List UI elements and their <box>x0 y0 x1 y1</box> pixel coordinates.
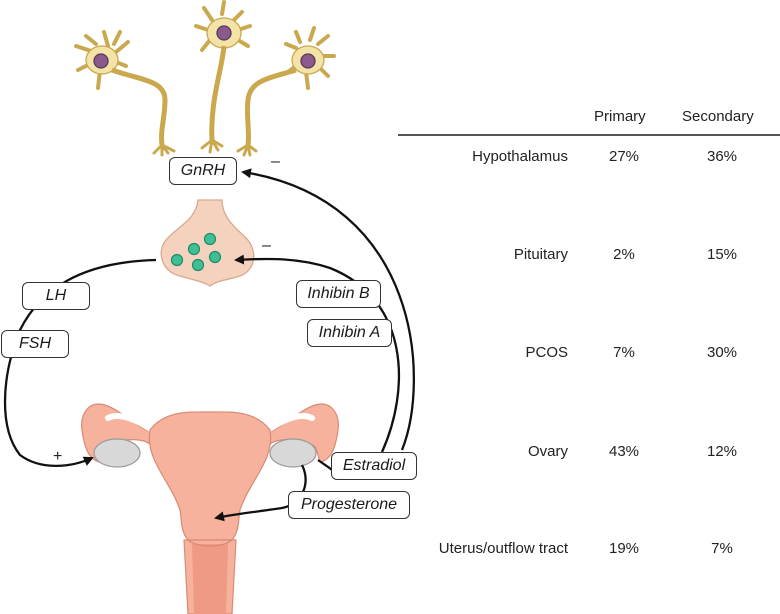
label-inhibin-a: Inhibin A <box>307 319 392 347</box>
nucleus <box>93 53 109 69</box>
cell-primary: 19% <box>608 540 640 557</box>
inhibitory-sign-pituitary: – <box>262 237 271 254</box>
row-label: Uterus/outflow tract <box>438 540 568 557</box>
neuron-center <box>194 0 252 154</box>
label-progesterone: Progesterone <box>288 491 410 519</box>
cell-secondary: 15% <box>706 246 738 263</box>
inhibitory-sign-gnrh: – <box>271 153 280 170</box>
cell-secondary: 12% <box>706 443 738 460</box>
ovary-left <box>93 438 141 468</box>
vesicle <box>208 250 222 264</box>
cell-primary: 43% <box>608 443 640 460</box>
row-label: Pituitary <box>513 246 568 263</box>
cell-secondary: 36% <box>706 148 738 165</box>
label-fsh: FSH <box>1 330 69 358</box>
column-header-secondary: Secondary <box>682 108 754 125</box>
label-estradiol: Estradiol <box>331 452 417 480</box>
arrow-progesterone-to-uterus <box>214 464 307 522</box>
label-inhibin-b: Inhibin B <box>296 280 381 308</box>
stimulatory-sign-ovary: + <box>53 448 63 465</box>
row-label: Ovary <box>527 443 568 460</box>
arrow-gonadotropins-to-ovary <box>3 258 157 467</box>
vesicle <box>203 232 217 246</box>
neuron-left <box>74 30 176 157</box>
hypothalamic-neurons <box>74 0 336 157</box>
row-label: Hypothalamus <box>472 148 568 165</box>
vesicle <box>170 253 184 267</box>
line-ovary-to-estradiol <box>317 459 333 471</box>
cell-primary: 27% <box>608 148 640 165</box>
pituitary-gland <box>160 199 255 287</box>
nucleus <box>216 25 232 41</box>
cell-secondary: 7% <box>711 540 733 557</box>
vesicle <box>191 258 205 272</box>
arrow-estradiol-to-gnrh <box>241 168 415 451</box>
label-gnrh: GnRH <box>169 157 237 185</box>
column-header-primary: Primary <box>594 108 646 125</box>
cell-primary: 7% <box>613 344 635 361</box>
cell-primary: 2% <box>613 246 635 263</box>
vesicle <box>187 242 201 256</box>
nucleus <box>300 53 316 69</box>
uterus-and-ovaries <box>81 403 339 614</box>
header-divider <box>398 134 780 136</box>
row-label: PCOS <box>525 344 568 361</box>
neuron-right <box>236 26 336 157</box>
cell-secondary: 30% <box>706 344 738 361</box>
label-lh: LH <box>22 282 90 310</box>
ovary-right <box>269 438 317 468</box>
